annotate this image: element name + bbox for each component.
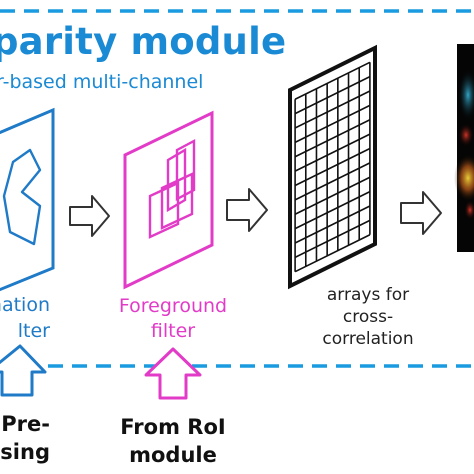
foreground-filter-label-line1: Foreground <box>118 295 228 317</box>
stage-arrow-icon <box>69 195 110 237</box>
grid-line-horizontal <box>294 162 371 201</box>
input-arrow-icon <box>0 344 47 397</box>
grid-line-horizontal <box>294 133 371 172</box>
grid-line-horizontal <box>294 104 371 144</box>
foreground-filter-icon <box>123 110 214 290</box>
grid-line-horizontal <box>294 205 371 244</box>
stage-arrow-icon <box>226 188 268 232</box>
grid-line-horizontal <box>294 219 371 259</box>
grid-line-horizontal <box>294 147 371 187</box>
grid-line-horizontal <box>294 234 371 273</box>
input-arrow-icon <box>144 347 202 400</box>
arrays-label-line1: arrays for <box>326 285 410 305</box>
cross-correlation-grid-icon <box>288 44 377 290</box>
stage-arrow-icon <box>400 191 442 235</box>
fluorescence-image-thumbnail <box>454 44 474 252</box>
grid-line-horizontal <box>294 190 371 230</box>
module-title: parity module <box>0 20 287 63</box>
grid-line-horizontal <box>294 176 371 215</box>
foreground-filter-label-line2: filter <box>150 320 196 342</box>
roi-input-label-line1: From RoI <box>120 415 226 439</box>
preprocessing-input-label-line2: ssing <box>0 440 50 464</box>
arrays-label-line3: correlation <box>322 329 414 349</box>
grid-line-horizontal <box>294 61 371 100</box>
grid-line-horizontal <box>294 119 371 158</box>
grid-line-horizontal <box>294 75 371 115</box>
roi-input-label-line2: module <box>129 443 217 467</box>
arrays-label-line2: cross- <box>342 307 394 327</box>
module-subtitle: r-based multi-channel <box>0 71 204 93</box>
preprocessing-input-label-line1: Pre- <box>1 412 50 436</box>
elimination-filter-label-line1: ination <box>0 294 50 316</box>
elimination-filter-icon <box>0 107 55 292</box>
elimination-filter-label-line2: lter <box>17 320 50 342</box>
grid-line-horizontal <box>294 90 371 129</box>
